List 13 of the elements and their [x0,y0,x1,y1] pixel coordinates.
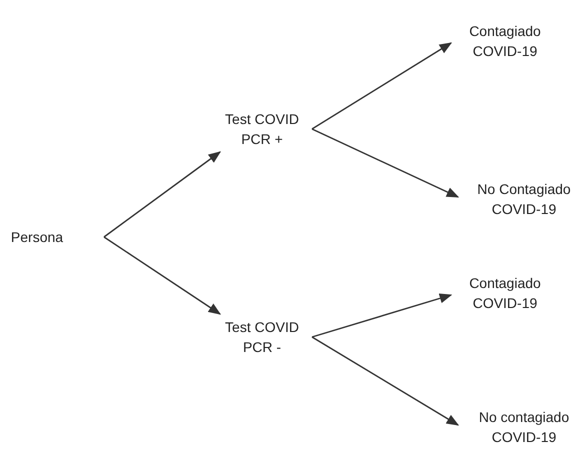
node-label: No Contagiado COVID-19 [476,180,572,219]
arrow [312,42,452,130]
node-label: Persona [10,228,64,247]
arrow [104,236,222,315]
arrow [312,336,460,426]
arrow [312,128,460,198]
node-label: Test COVID PCR - [224,318,300,357]
arrow [312,293,452,338]
node-label: Contagiado COVID-19 [468,22,542,61]
node-label: No contagiado COVID-19 [478,408,570,447]
node-label: Test COVID PCR + [224,110,300,149]
node-label: Contagiado COVID-19 [468,274,542,313]
arrow [104,151,222,238]
